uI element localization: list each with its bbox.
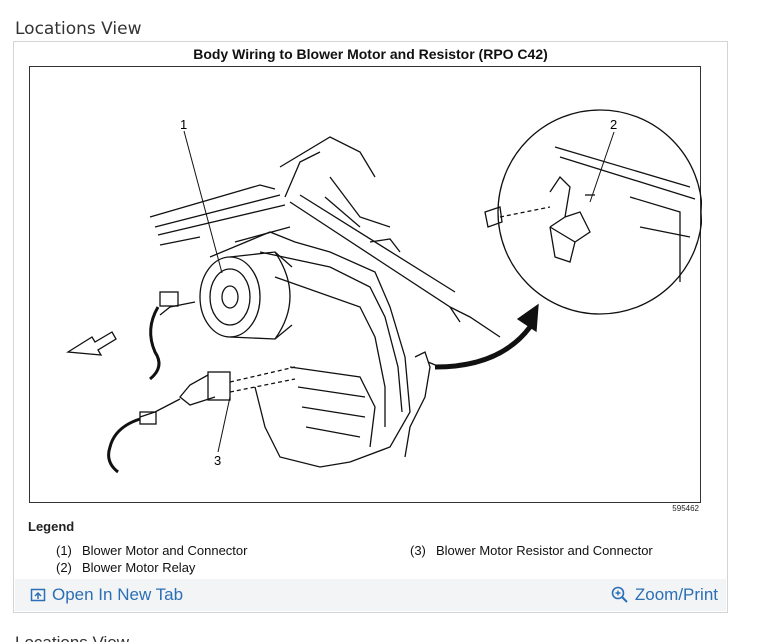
legend-item-number: (3) [410, 543, 426, 558]
legend-item-2: (2) Blower Motor Relay [56, 560, 195, 575]
figure-number: 595462 [672, 504, 699, 513]
callout-2: 2 [610, 117, 617, 132]
wiring-diagram-illustration: 1 2 3 [66, 109, 702, 474]
legend-item-number: (2) [56, 560, 72, 575]
legend-item-1: (1) Blower Motor and Connector [56, 543, 247, 558]
zoom-print-label[interactable]: Zoom/Print [634, 585, 718, 604]
legend-title: Legend [28, 519, 75, 534]
next-section-title: Locations View [15, 632, 129, 642]
legend-item-3: (3) Blower Motor Resistor and Connector [410, 543, 653, 558]
callout-3: 3 [214, 453, 221, 468]
figure-title: Body Wiring to Blower Motor and Resistor… [193, 46, 548, 62]
card-footer: Open In New Tab Zoom/Print [15, 579, 726, 611]
legend-item-number: (1) [56, 543, 72, 558]
zoom-in-icon [611, 586, 628, 603]
callout-1: 1 [180, 117, 187, 132]
legend-item-label: Blower Motor and Connector [82, 543, 248, 558]
diagram-card: Body Wiring to Blower Motor and Resistor… [13, 41, 728, 613]
open-in-new-tab-link[interactable]: Open In New Tab [30, 585, 183, 605]
wiring-diagram: 1 2 3 [29, 66, 702, 503]
legend-item-label: Blower Motor Resistor and Connector [436, 543, 653, 558]
legend-item-label: Blower Motor Relay [82, 560, 196, 575]
zoom-print-link[interactable]: Zoom/Print [611, 585, 718, 605]
section-title: Locations View [15, 19, 142, 39]
open-in-new-tab-label[interactable]: Open In New Tab [52, 585, 184, 604]
open-new-tab-icon [30, 588, 46, 602]
